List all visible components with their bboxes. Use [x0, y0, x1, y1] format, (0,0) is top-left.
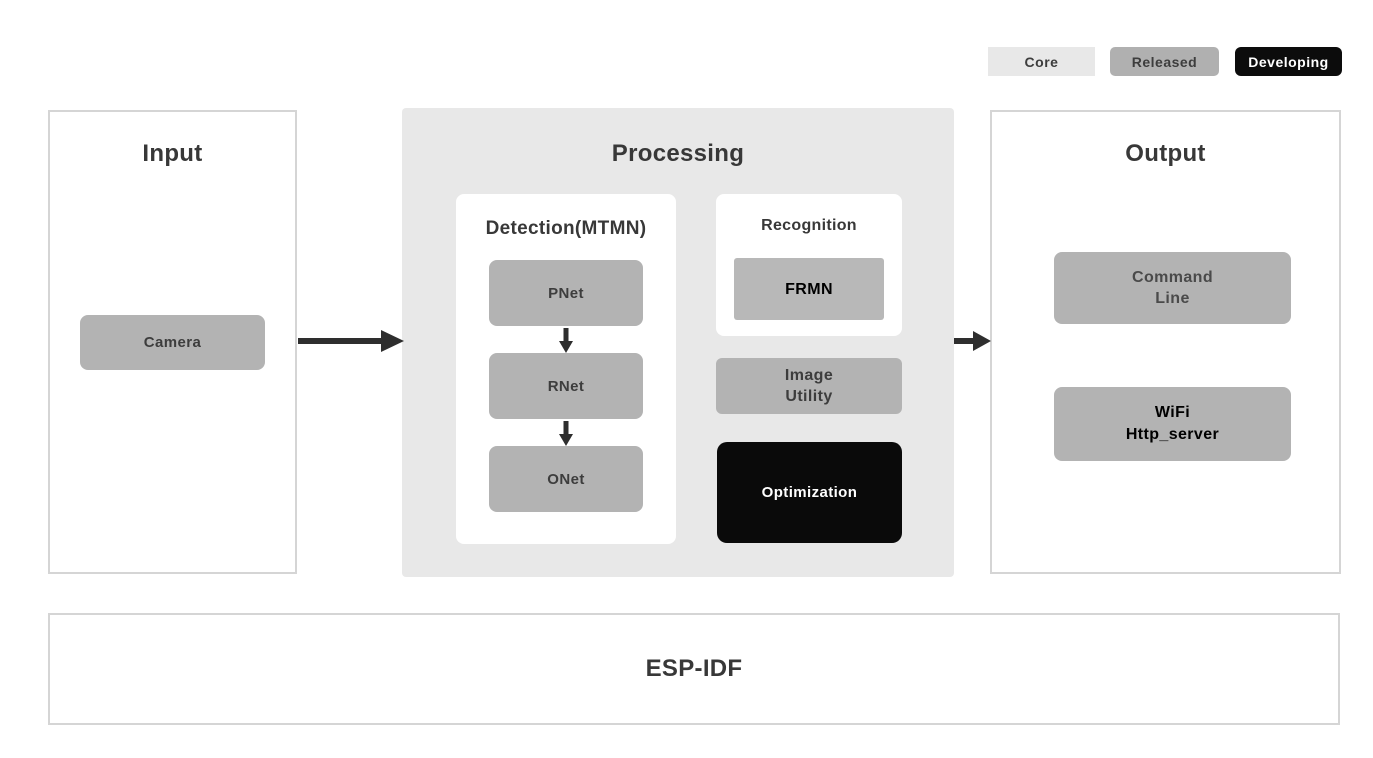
onet-node: ONet	[489, 446, 643, 512]
arrow-processing-to-output	[954, 331, 991, 351]
wifi-label-line1: WiFi	[1154, 404, 1191, 421]
legend-chip-core: Core	[988, 47, 1095, 76]
processing-title: Processing	[611, 140, 745, 167]
esp-idf-title: ESP-IDF	[645, 655, 743, 682]
output-panel: Output Command Line WiFi Http_server	[990, 110, 1341, 574]
optimization-node: Optimization	[717, 442, 902, 543]
command-line-node: Command Line	[1054, 252, 1291, 324]
input-title: Input	[142, 140, 203, 167]
arrow-rnet-to-onet	[559, 421, 573, 446]
arrow-input-to-processing	[298, 330, 404, 352]
detection-title: Detection(MTMN)	[485, 218, 647, 239]
camera-node: Camera	[80, 315, 265, 370]
detection-card: Detection(MTMN) PNet RNet ONet	[456, 194, 676, 544]
wifi-label-line2: Http_server	[1125, 426, 1220, 443]
rnet-node: RNet	[489, 353, 643, 419]
pnet-node: PNet	[489, 260, 643, 326]
input-panel: Input Camera	[48, 110, 297, 574]
output-title: Output	[1125, 140, 1206, 167]
recognition-title: Recognition	[761, 217, 857, 234]
arrow-pnet-to-rnet	[559, 328, 573, 353]
image-utility-label-line2: Utility	[785, 388, 833, 405]
image-utility-node: Image Utility	[716, 358, 902, 414]
legend-chip-released: Released	[1110, 47, 1219, 76]
wifi-http-server-node: WiFi Http_server	[1054, 387, 1291, 461]
processing-panel: Processing Detection(MTMN) PNet RNet ONe…	[402, 108, 954, 577]
legend-chip-developing: Developing	[1235, 47, 1342, 76]
image-utility-label-line1: Image	[784, 367, 834, 384]
command-line-label-line2: Line	[1155, 290, 1190, 307]
frmn-node: FRMN	[734, 258, 884, 320]
recognition-card: Recognition FRMN	[716, 194, 902, 336]
command-line-label-line1: Command	[1131, 269, 1214, 286]
esp-idf-panel: ESP-IDF	[48, 613, 1340, 725]
